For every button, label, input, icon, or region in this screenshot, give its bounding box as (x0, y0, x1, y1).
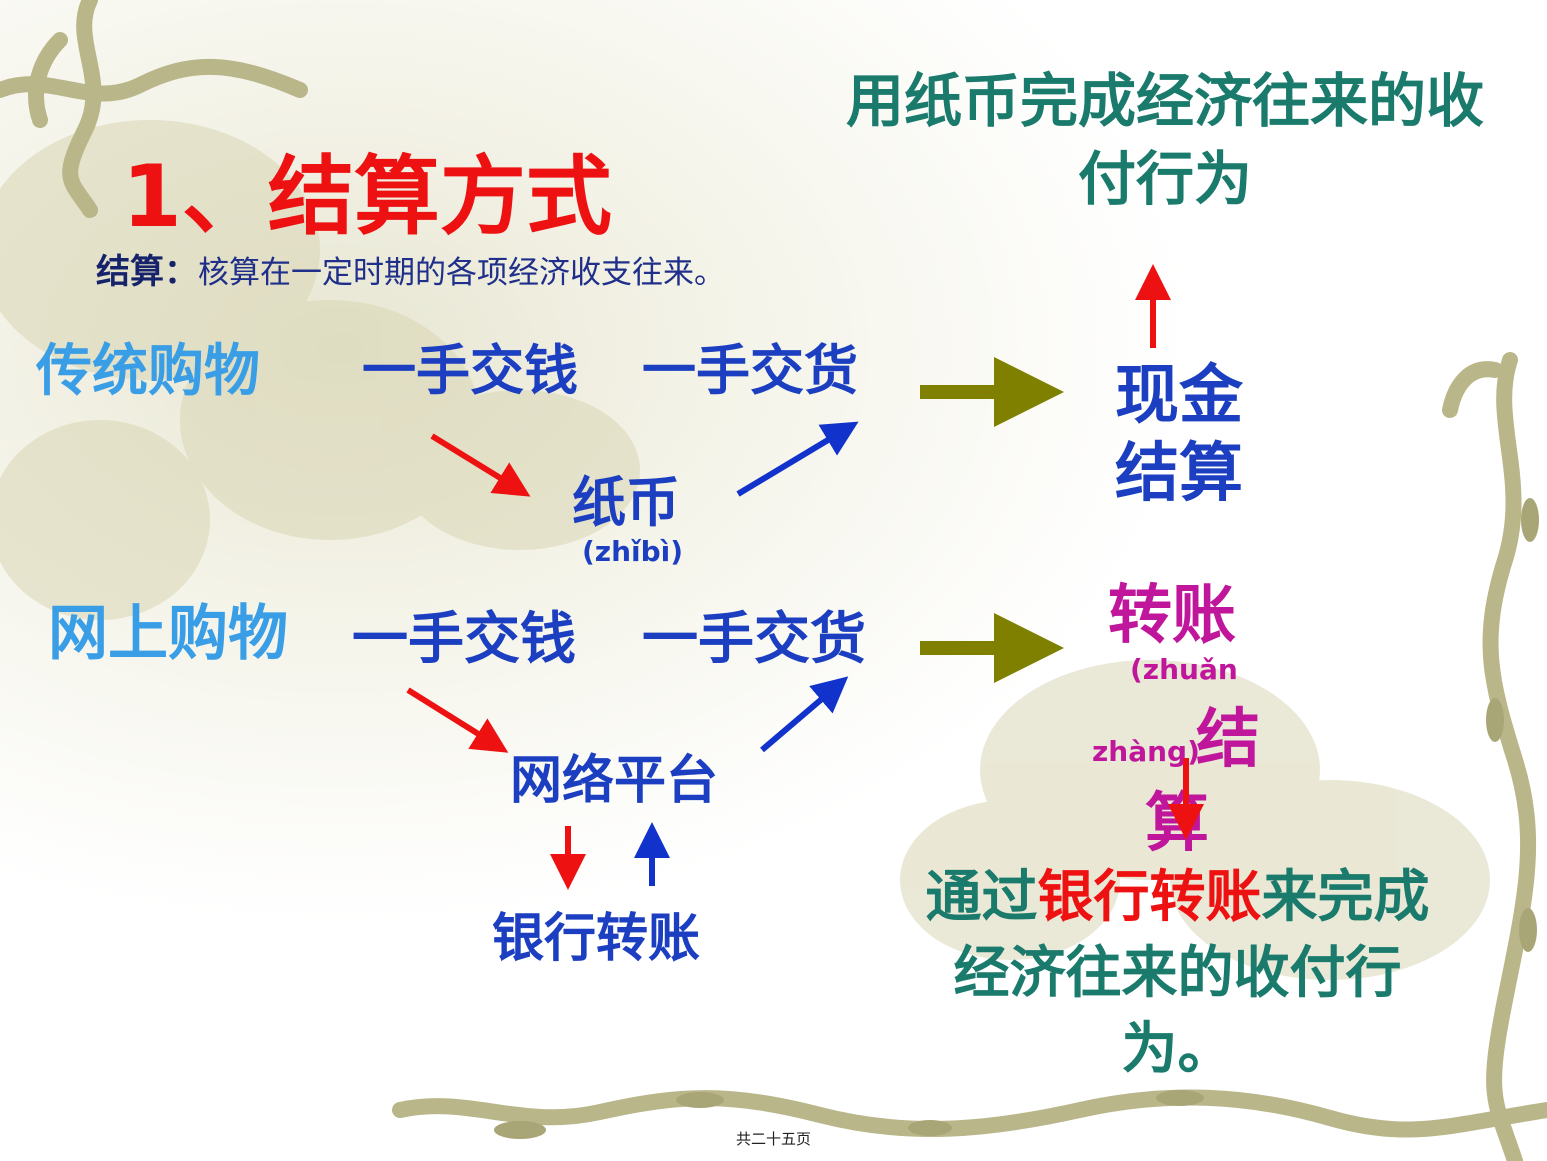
cash-settlement-line1: 现金 (1115, 359, 1243, 433)
traditional-pay-label: 一手交钱 (362, 339, 578, 402)
online-shopping-label: 网上购物 (48, 599, 288, 669)
transfer-note-after: 来完成经济往来的收付行为。 (953, 865, 1430, 1082)
bank-transfer-label: 银行转账 (492, 909, 701, 969)
online-deliver-label: 一手交货 (642, 607, 866, 672)
transfer-pinyin-part2: zhàng) (1092, 735, 1200, 768)
traditional-pay-to-money-arrow (430, 433, 531, 497)
transfer-settlement-line1: 转账 (1108, 579, 1236, 653)
transfer-settlement-char1: 结 (1196, 703, 1260, 777)
traditional-deliver-label: 一手交货 (642, 339, 858, 402)
definition-term: 结算： (96, 252, 198, 292)
transfer-pinyin-part1: (zhuǎn (1130, 653, 1238, 686)
traditional-money-to-deliver-arrow (736, 421, 859, 497)
traditional-shopping-label: 传统购物 (36, 339, 260, 404)
cash-settlement-line2: 结算 (1115, 437, 1243, 511)
transfer-note-highlight: 银行转账 (1037, 865, 1262, 930)
online-pay-to-platform-arrow (406, 687, 509, 753)
definition-text: 核算在一定时期的各项经济收支往来。 (198, 255, 725, 291)
online-pay-label: 一手交钱 (352, 607, 576, 672)
slide-title: 1、结算方式 (122, 147, 612, 247)
paper-money-label: 纸币 (572, 471, 680, 534)
definition-line: 结算：核算在一定时期的各项经济收支往来。 (96, 252, 725, 292)
network-platform-label: 网络平台 (510, 751, 719, 811)
transfer-note-before: 通过 (925, 865, 1038, 930)
cash-settlement-note: 用纸币完成经济往来的收付行为 (845, 67, 1484, 213)
transfer-settlement-note: 通过银行转账来完成经济往来的收付行为。 (905, 860, 1450, 1088)
online-platform-to-deliver-arrow (760, 676, 849, 753)
page-footer: 共二十五页 (735, 1130, 811, 1148)
paper-money-pinyin: (zhǐbì) (582, 535, 684, 568)
